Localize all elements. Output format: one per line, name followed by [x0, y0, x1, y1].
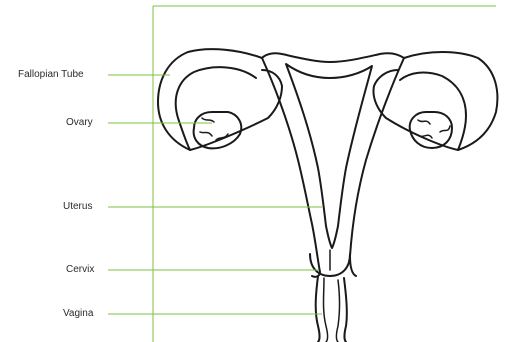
left-ovary	[194, 112, 242, 148]
leader-lines	[108, 75, 322, 314]
anatomy-outline	[158, 49, 497, 342]
vagina-left-wall	[316, 276, 320, 342]
label-fallopian-tube: Fallopian Tube	[18, 69, 84, 81]
label-vagina: Vagina	[63, 308, 93, 320]
vagina-right-wall	[344, 278, 347, 342]
label-uterus: Uterus	[63, 201, 92, 213]
uterine-cavity	[286, 64, 372, 248]
frame-lines	[153, 6, 496, 342]
right-fallopian-tube	[400, 52, 497, 150]
left-fallopian-tube	[158, 49, 262, 150]
label-ovary: Ovary	[66, 117, 93, 129]
label-cervix: Cervix	[66, 264, 94, 276]
